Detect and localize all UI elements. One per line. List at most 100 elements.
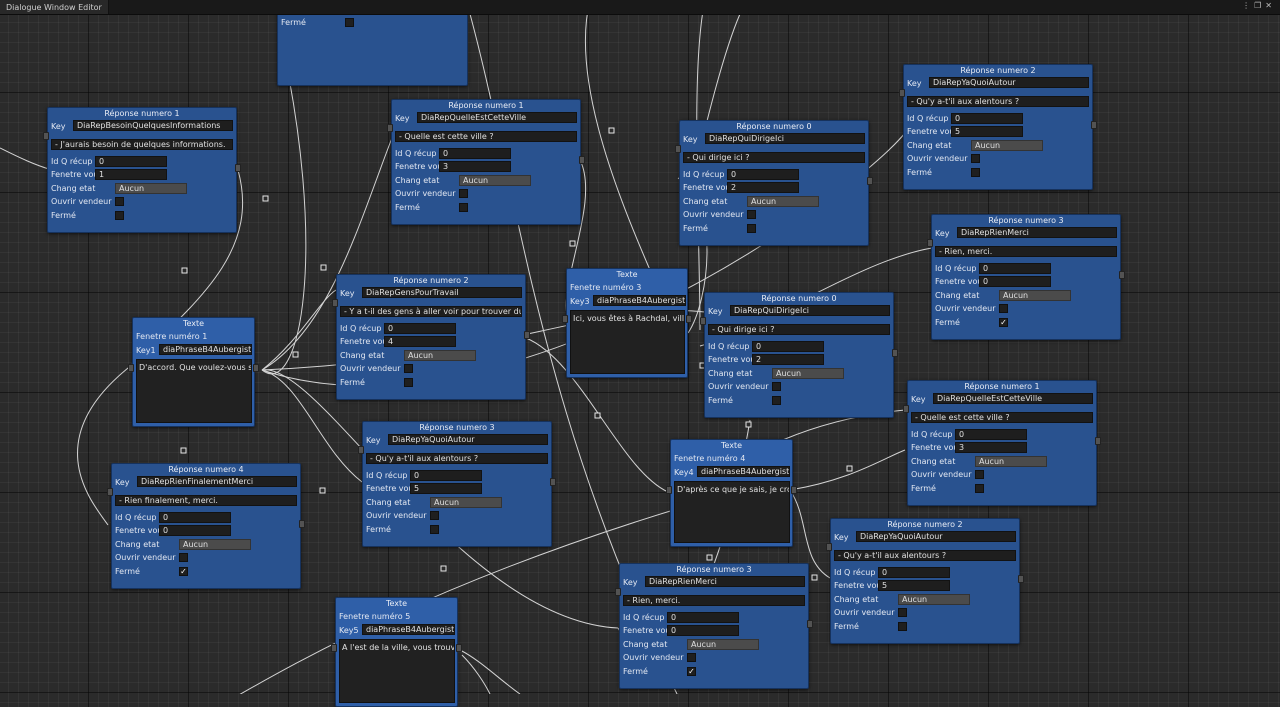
output-port[interactable]	[524, 331, 530, 339]
ouvrir-vendeur-checkbox[interactable]	[179, 553, 188, 563]
id-q-recup-field[interactable]: 0	[95, 156, 167, 167]
fenetre-field[interactable]: 3	[439, 161, 511, 173]
input-port[interactable]	[700, 317, 706, 325]
dialogue-text-field[interactable]: - Quelle est cette ville ?	[395, 131, 577, 142]
input-port[interactable]	[899, 89, 905, 97]
fenetre-field[interactable]: 3	[955, 442, 1027, 454]
dialogue-body-textarea[interactable]: A l'est de la ville, vous trouverez	[339, 639, 455, 703]
key-field[interactable]: DiaRepQuelleEstCetteVille	[933, 393, 1093, 404]
dialogue-text-field[interactable]: - Rien, merci.	[935, 246, 1117, 257]
key-field[interactable]: DiaRepQuiDirigeIci	[730, 305, 890, 316]
fenetre-field[interactable]: 2	[727, 182, 799, 194]
key-field[interactable]: diaPhraseB4Aubergiste	[362, 624, 455, 635]
output-port[interactable]	[550, 478, 556, 486]
output-port[interactable]	[686, 315, 692, 323]
fenetre-field[interactable]: 5	[878, 580, 950, 592]
output-port[interactable]	[253, 364, 259, 372]
key-field[interactable]: DiaRepQuelleEstCetteVille	[417, 112, 577, 123]
fenetre-field[interactable]: 1	[95, 169, 167, 181]
input-port[interactable]	[826, 543, 832, 551]
input-port[interactable]	[927, 239, 933, 247]
input-port[interactable]	[107, 488, 113, 496]
key-field[interactable]: diaPhraseB4Aubergiste	[159, 344, 252, 355]
chang-etat-dropdown[interactable]: Aucun	[747, 195, 819, 207]
key-field[interactable]: diaPhraseB4Aubergiste	[697, 466, 790, 477]
ferme-checkbox[interactable]: ✓	[179, 566, 188, 576]
input-port[interactable]	[332, 299, 338, 307]
fenetre-field[interactable]: 0	[159, 525, 231, 537]
output-port[interactable]	[1119, 271, 1125, 279]
input-port[interactable]	[387, 124, 393, 132]
input-port[interactable]	[903, 405, 909, 413]
ferme-checkbox[interactable]: ✓	[687, 666, 696, 676]
ferme-checkbox[interactable]	[898, 621, 907, 631]
fenetre-field[interactable]: 5	[410, 483, 482, 495]
chang-etat-dropdown[interactable]: Aucun	[971, 139, 1043, 151]
input-port[interactable]	[562, 315, 568, 323]
dialogue-text-field[interactable]: - Y a t-il des gens à aller voir pour tr…	[340, 306, 522, 317]
chang-etat-dropdown[interactable]: Aucun	[430, 496, 502, 508]
fenetre-field[interactable]: 0	[979, 276, 1051, 288]
chang-etat-dropdown[interactable]: Aucun	[898, 593, 970, 605]
ferme-checkbox[interactable]	[772, 395, 781, 405]
output-port[interactable]	[867, 177, 873, 185]
id-q-recup-field[interactable]: 0	[752, 341, 824, 352]
input-port[interactable]	[43, 132, 49, 140]
id-q-recup-field[interactable]: 0	[159, 512, 231, 523]
ouvrir-vendeur-checkbox[interactable]	[999, 304, 1008, 314]
more-vert-icon[interactable]: ⋮	[1242, 1, 1255, 10]
dialogue-text-field[interactable]: - J'aurais besoin de quelques informatio…	[51, 139, 233, 150]
id-q-recup-field[interactable]: 0	[951, 113, 1023, 124]
input-port[interactable]	[358, 446, 364, 454]
key-field[interactable]: DiaRepRienMerci	[645, 576, 805, 587]
output-port[interactable]	[235, 164, 241, 172]
fenetre-field[interactable]: 5	[951, 126, 1023, 138]
chang-etat-dropdown[interactable]: Aucun	[687, 638, 759, 650]
output-port[interactable]	[456, 644, 462, 652]
restore-icon[interactable]: ❐	[1254, 1, 1266, 10]
output-port[interactable]	[1018, 575, 1024, 583]
ferme-checkbox[interactable]	[430, 524, 439, 534]
output-port[interactable]	[299, 520, 305, 528]
fenetre-field[interactable]: 0	[667, 625, 739, 637]
id-q-recup-field[interactable]: 0	[979, 263, 1051, 274]
id-q-recup-field[interactable]: 0	[410, 470, 482, 481]
chang-etat-dropdown[interactable]: Aucun	[459, 174, 531, 186]
input-port[interactable]	[675, 145, 681, 153]
key-field[interactable]: DiaRepYaQuoiAutour	[388, 434, 548, 445]
ferme-checkbox[interactable]	[459, 202, 468, 212]
ouvrir-vendeur-checkbox[interactable]	[898, 608, 907, 618]
dialogue-body-textarea[interactable]: D'accord. Que voulez-vous savoir ?	[136, 359, 252, 423]
ferme-checkbox[interactable]	[971, 167, 980, 177]
dialogue-body-textarea[interactable]: Ici, vous êtes à Rachdal, village	[570, 310, 685, 374]
close-icon[interactable]: ✕	[1265, 1, 1276, 10]
chang-etat-dropdown[interactable]: Aucun	[999, 289, 1071, 301]
ouvrir-vendeur-checkbox[interactable]	[404, 364, 413, 374]
chang-etat-dropdown[interactable]: Aucun	[115, 182, 187, 194]
id-q-recup-field[interactable]: 0	[727, 169, 799, 180]
key-field[interactable]: DiaRepRienMerci	[957, 227, 1117, 238]
ouvrir-vendeur-checkbox[interactable]	[772, 382, 781, 392]
dialogue-text-field[interactable]: - Rien, merci.	[623, 595, 805, 606]
id-q-recup-field[interactable]: 0	[955, 429, 1027, 440]
fenetre-field[interactable]: 4	[384, 336, 456, 348]
ouvrir-vendeur-checkbox[interactable]	[975, 470, 984, 480]
chang-etat-dropdown[interactable]: Aucun	[975, 455, 1047, 467]
dialogue-text-field[interactable]: - Rien finalement, merci.	[115, 495, 297, 506]
dialogue-text-field[interactable]: - Qu'y a-t'il aux alentours ?	[907, 96, 1089, 107]
chang-etat-dropdown[interactable]: Aucun	[179, 538, 251, 550]
output-port[interactable]	[791, 486, 797, 494]
key-field[interactable]: DiaRepGensPourTravail	[362, 287, 522, 298]
fenetre-field[interactable]: 2	[752, 354, 824, 366]
